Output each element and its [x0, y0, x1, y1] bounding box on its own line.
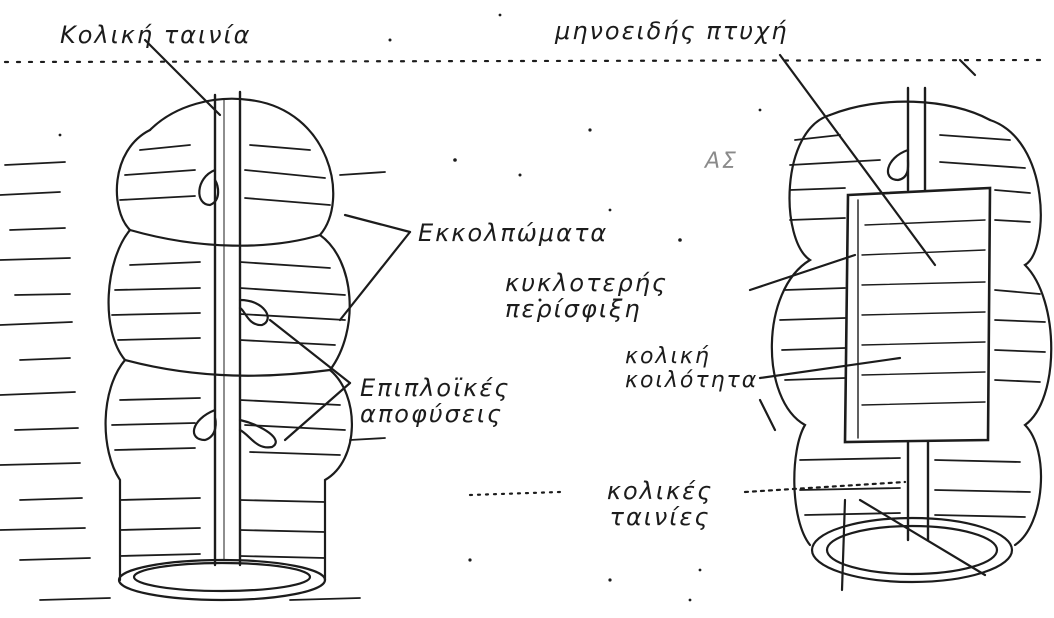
stray-mark: ΑΣ [705, 150, 738, 174]
label-kyklotereis-perisfixi: κυκλοτερής περίσφιξη [505, 270, 765, 323]
label-koliki-koilotita: κολική κοιλότητα [625, 345, 775, 393]
label-kolikes-tainies: κολικές ταινίες [575, 478, 745, 531]
label-koliki-tainia: Κολική ταινία [60, 22, 251, 48]
leader-ekkolpomata-2 [340, 232, 410, 320]
label-minoeidis-ptyxi: μηνοειδής πτυχή [555, 18, 788, 44]
header-dotted-line [5, 60, 1045, 62]
leader-koliki-tainia [145, 40, 220, 115]
label-ekkolpomata: Εκκολπώματα [418, 220, 608, 246]
dotted-guide [470, 492, 560, 495]
stray-stroke [960, 60, 975, 75]
leader-kyklotereis [750, 255, 855, 290]
left-background-lines [0, 162, 385, 600]
leader-koliki-koilotita-2 [760, 400, 775, 430]
right-colon-segment [772, 88, 1051, 590]
leader-kolikes-tainies [745, 482, 905, 492]
left-colon-segment [106, 92, 352, 600]
leader-epiploikes-2 [285, 383, 350, 440]
label-epiploikes-aposyseis: Επιπλοϊκές αποφύσεις [360, 375, 590, 428]
leader-ekkolpomata-1 [345, 215, 410, 232]
